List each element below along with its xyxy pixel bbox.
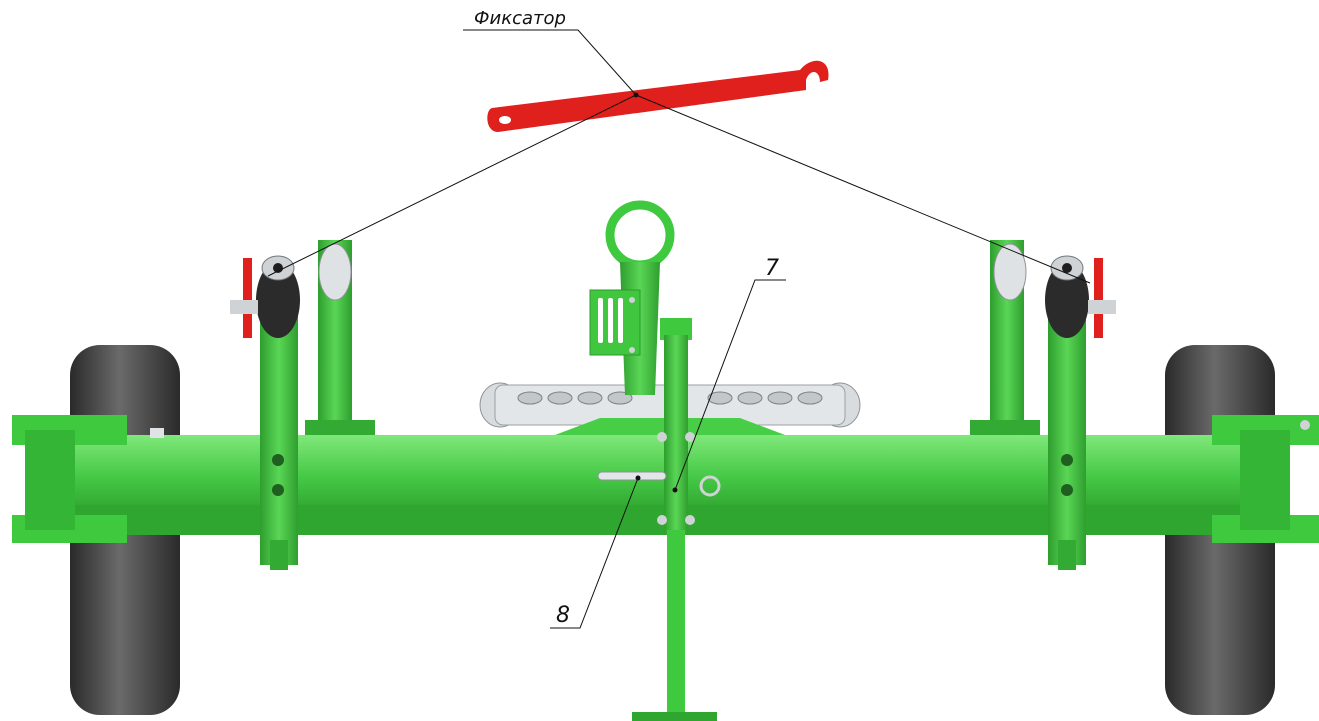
leader-latch-right bbox=[635, 94, 1091, 284]
latch-bar bbox=[487, 60, 829, 133]
callout-latch-label: Фиксатор bbox=[474, 8, 566, 29]
left-end-bracket bbox=[12, 415, 127, 543]
callout-part-7-label: 7 bbox=[765, 256, 779, 281]
right-front-post bbox=[993, 243, 1116, 570]
jack-stand bbox=[632, 318, 717, 721]
left-front-post bbox=[230, 243, 352, 570]
leader-latch-header bbox=[463, 29, 637, 96]
leader-latch-left bbox=[267, 94, 637, 277]
right-end-bracket bbox=[1212, 415, 1319, 543]
leader-dots bbox=[633, 92, 678, 493]
callout-part-8-label: 8 bbox=[556, 603, 570, 628]
leader-part-7 bbox=[674, 279, 786, 491]
leader-lines bbox=[267, 29, 1091, 629]
leader-part-8 bbox=[550, 477, 639, 629]
hitch-mast bbox=[589, 200, 675, 395]
pin bbox=[597, 471, 721, 497]
